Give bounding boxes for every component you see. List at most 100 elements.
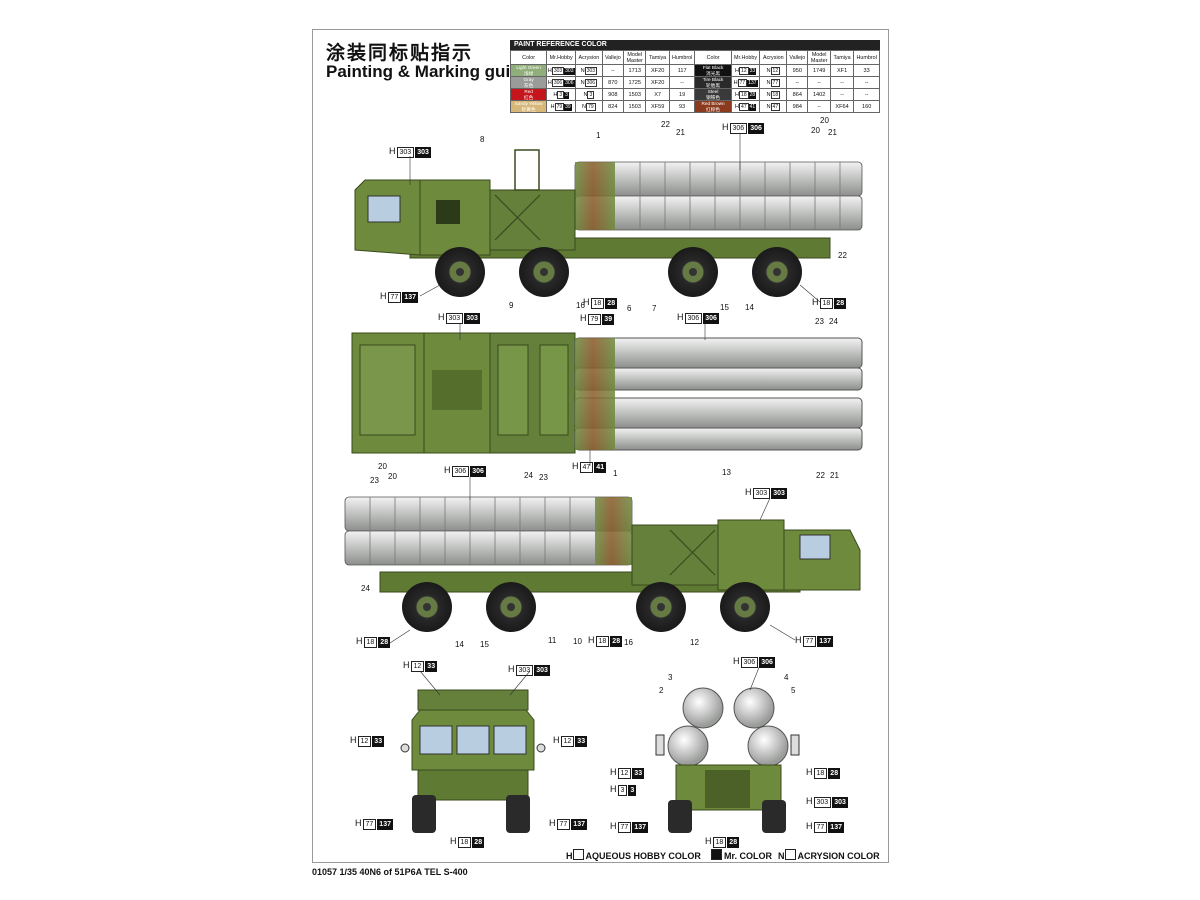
part-number: 15 xyxy=(480,640,489,649)
part-number: 22 xyxy=(838,251,847,260)
legend-mr-color: Mr. COLOR xyxy=(711,849,772,861)
col-header: Model Master xyxy=(623,50,647,65)
part-number: 12 xyxy=(690,638,699,647)
humbrol-cell: 160 xyxy=(853,100,880,113)
part-number: 8 xyxy=(480,135,485,144)
part-number: 16 xyxy=(624,638,633,647)
part-number: 1 xyxy=(596,131,601,140)
part-number: 23 xyxy=(370,476,379,485)
part-number: 24 xyxy=(361,584,370,593)
part-number: 22 xyxy=(661,120,670,129)
part-number: 9 xyxy=(509,301,514,310)
filled-square-icon xyxy=(711,849,722,860)
part-number: 22 xyxy=(816,471,825,480)
part-number: 20 xyxy=(811,126,820,135)
part-number: 3 xyxy=(668,673,673,682)
side-view-right xyxy=(344,496,861,633)
part-number: 14 xyxy=(455,640,464,649)
part-number: 11 xyxy=(548,636,557,645)
part-number: 24 xyxy=(524,471,533,480)
footer-kit-info: 01057 1/35 40N6 of 51P6A TEL S-400 xyxy=(312,867,468,877)
hollow-square-icon xyxy=(572,849,584,860)
paint-table-heading: PAINT REFERENCE COLOR xyxy=(510,40,880,50)
humbrol-cell: 93 xyxy=(668,100,696,113)
tamiya-cell: XF64 xyxy=(829,100,855,113)
part-number: 23 xyxy=(539,473,548,482)
title-english: Painting & Marking guide xyxy=(326,62,531,81)
tamiya-cell: XF59 xyxy=(645,100,670,113)
top-view xyxy=(351,332,863,454)
mm-cell: 1503 xyxy=(623,100,647,113)
part-number: 20 xyxy=(378,462,387,471)
part-number: 16 xyxy=(576,301,585,310)
part-number: 21 xyxy=(828,128,837,137)
paint-table-grid: Color Mr.Hobby Acrysion Vallejo Model Ma… xyxy=(509,50,880,113)
part-number: 21 xyxy=(830,471,839,480)
part-number: 13 xyxy=(722,468,731,477)
part-number: 7 xyxy=(652,304,657,313)
side-view-left xyxy=(354,149,863,298)
part-number: 23 xyxy=(815,317,824,326)
part-number: 24 xyxy=(829,317,838,326)
part-number: 20 xyxy=(388,472,397,481)
part-number: 15 xyxy=(720,303,729,312)
front-view xyxy=(400,689,546,833)
part-number: 5 xyxy=(791,686,796,695)
part-number: 14 xyxy=(745,303,754,312)
part-number: 10 xyxy=(573,637,582,646)
paint-reference-table: PAINT REFERENCE COLOR Color Mr.Hobby Acr… xyxy=(509,40,880,113)
title-chinese: 涂装同标贴指示 xyxy=(326,42,474,64)
rear-view xyxy=(655,687,800,833)
part-number: 21 xyxy=(676,128,685,137)
part-number: 20 xyxy=(820,116,829,125)
part-number: 6 xyxy=(627,304,632,313)
hollow-square-icon xyxy=(784,849,796,860)
part-number: 1 xyxy=(613,469,618,478)
